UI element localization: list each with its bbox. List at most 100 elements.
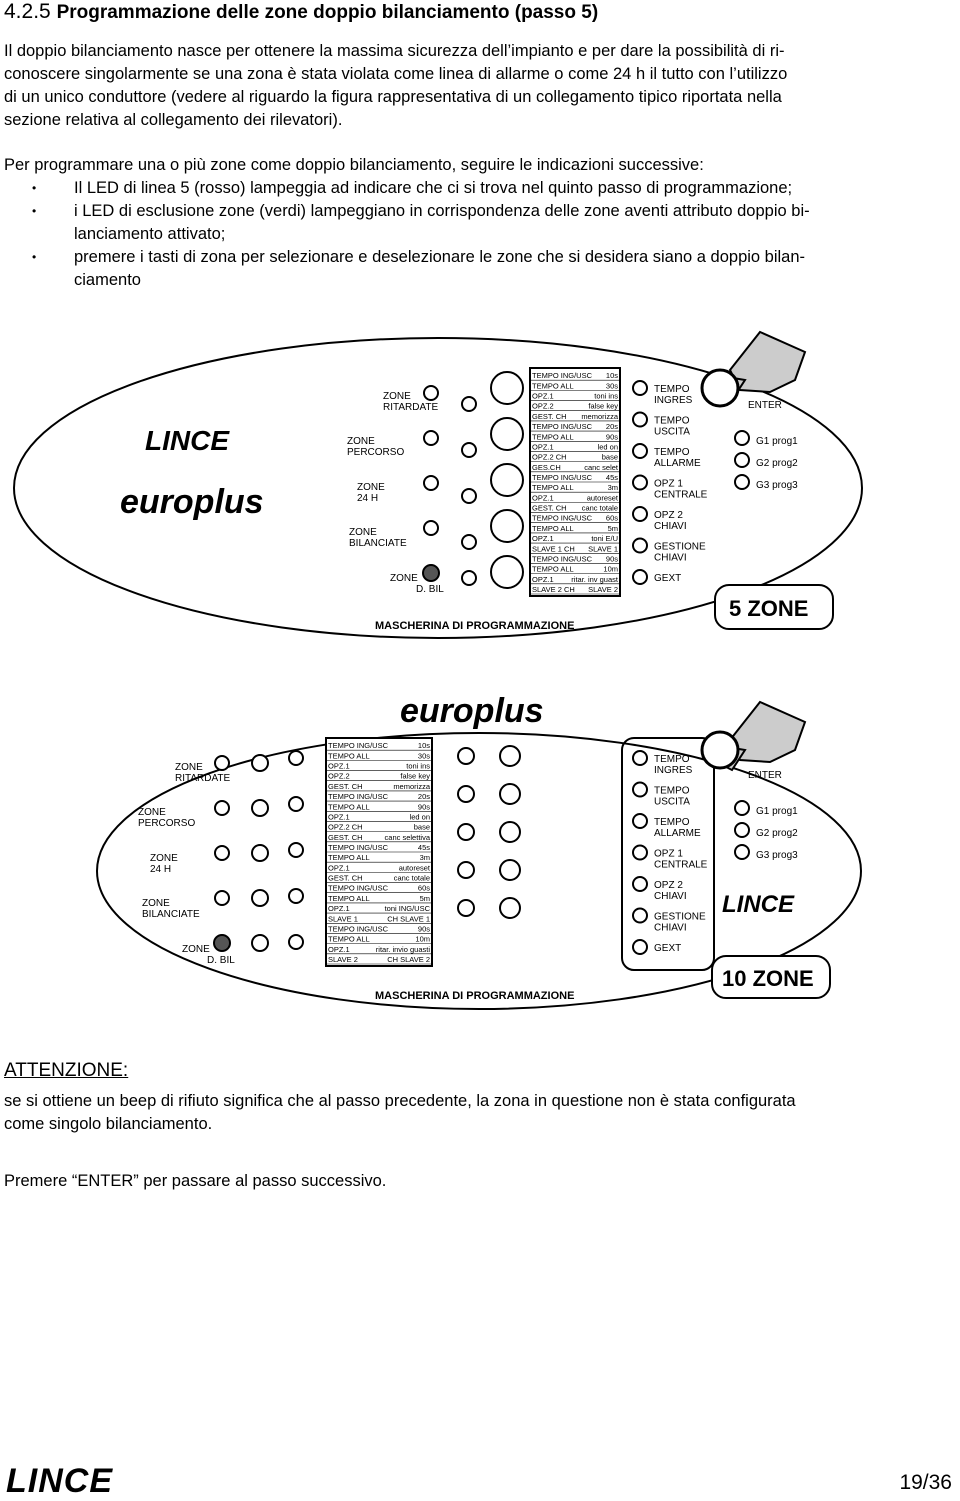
intro-line: conoscere singolarmente se una zona è st… — [4, 65, 788, 83]
zone-label: PERCORSO — [138, 818, 195, 829]
zone-label: ZONE — [383, 391, 411, 402]
function-label: TEMPO — [654, 786, 690, 797]
function-label: INGRES — [654, 765, 693, 776]
prog-label: G3 prog3 — [756, 850, 798, 861]
enter-button — [700, 730, 740, 770]
enter-instruction: Premere “ENTER” per passare al passo suc… — [4, 1172, 387, 1190]
attention-line: se si ottiene un beep di rifiuto signifi… — [4, 1092, 796, 1110]
table-cell-label: TEMPO ALL — [328, 853, 370, 862]
zone-label: ZONE — [138, 807, 166, 818]
table-row: OPZ.2 false key — [530, 402, 620, 412]
zone-label: 24 H — [150, 864, 171, 875]
table-cell-label: GES.CH — [532, 463, 561, 472]
table-cell-label: OPZ.1 — [328, 812, 350, 821]
table-cell-label: OPZ.1 — [532, 575, 554, 584]
table-cell-label: TEMPO ALL — [532, 432, 574, 441]
table-cell-value: 5m — [420, 894, 430, 903]
table-cell-label: SLAVE 1 — [328, 914, 358, 923]
table-cell-value: false key — [588, 402, 618, 411]
table-cell-value: toni ins — [406, 762, 430, 771]
intro-paragraph: Il doppio bilanciamento nasce per ottene… — [4, 40, 956, 132]
table-cell-value: 10s — [418, 741, 430, 750]
table-cell-label: TEMPO ING/USC — [328, 924, 389, 933]
prog-label: G2 prog2 — [756, 828, 798, 839]
table-row: GES.CH canc selet — [530, 463, 620, 473]
table-cell-label: TEMPO ING/USC — [532, 422, 593, 431]
table-cell-value: CH SLAVE 1 — [387, 914, 430, 923]
function-led — [632, 813, 648, 829]
function-led — [632, 781, 648, 798]
table-cell-value: 90s — [606, 554, 618, 563]
zone-label: ZONE — [182, 944, 210, 955]
product-logo: europlus — [120, 483, 264, 521]
enter-label: ENTER — [748, 400, 782, 411]
table-cell-value: 10m — [603, 565, 618, 574]
function-label: GESTIONE — [654, 912, 706, 923]
bullet-text: lanciamento attivato; — [74, 225, 226, 243]
function-led — [632, 474, 648, 491]
function-led — [632, 876, 648, 892]
bullet-item: • Il LED di linea 5 (rosso) lampeggia ad… — [32, 177, 952, 200]
table-row: OPZ.1 toni ins — [326, 762, 432, 771]
bullet-item: • i LED di esclusione zone (verdi) lampe… — [32, 200, 952, 246]
function-led — [632, 844, 648, 861]
zone-buttons — [288, 745, 521, 950]
table-cell-label: GEST. CH — [328, 833, 363, 842]
function-led — [632, 411, 648, 428]
table-cell-value: base — [602, 453, 618, 462]
zone-labels-left: ZONE RITARDATE ZONE PERCORSO ZONE 24 H Z… — [138, 762, 235, 966]
table-cell-value: ritar. inv guast — [571, 575, 619, 584]
table-cell-label: OPZ.1 — [328, 863, 350, 872]
function-label: CENTRALE — [654, 490, 708, 501]
function-label: OPZ 1 — [654, 849, 683, 860]
intro-line: sezione relativa al collegamento dei ril… — [4, 111, 343, 129]
table-cell-value: 10m — [415, 935, 430, 944]
table-cell-label: TEMPO ALL — [328, 751, 370, 760]
bullet-item: • premere i tasti di zona per selezionar… — [32, 246, 952, 292]
table-cell-label: GEST. CH — [532, 504, 567, 513]
table-cell-label: OPZ.2 — [328, 772, 350, 781]
function-label: CHIAVI — [654, 553, 687, 564]
table-row: OPZ.1 toni ins — [530, 392, 620, 401]
zone-label: PERCORSO — [347, 447, 404, 458]
table-cell-label: OPZ.1 — [532, 392, 554, 401]
zone-count-label: 5 ZONE — [729, 596, 808, 621]
table-cell-label: TEMPO ALL — [328, 935, 370, 944]
zone-label: ZONE — [357, 482, 385, 493]
table-cell-value: 30s — [606, 381, 618, 390]
attention-text: se si ottiene un beep di rifiuto signifi… — [4, 1090, 796, 1136]
function-label: TEMPO — [654, 416, 690, 427]
table-cell-label: OPZ.2 — [532, 402, 554, 411]
bullet-text: premere i tasti di zona per selezionare … — [74, 248, 806, 266]
function-label: OPZ 2 — [654, 880, 683, 891]
table-cell-value: base — [414, 823, 430, 832]
function-label: TEMPO — [654, 447, 690, 458]
table-cell-label: SLAVE 1 CH — [532, 544, 575, 553]
table-cell-value: SLAVE 2 — [588, 585, 618, 594]
table-cell-label: TEMPO ALL — [328, 894, 370, 903]
table-cell-value: canc selet — [584, 463, 619, 472]
table-cell-label: OPZ.1 — [328, 762, 350, 771]
table-row: OPZ.2 false key — [326, 772, 432, 782]
table-cell-value: memorizza — [581, 412, 619, 421]
table-cell-value: false key — [400, 772, 430, 781]
instructions-intro: Per programmare una o più zone come dopp… — [4, 156, 704, 174]
bullet-text: ciamento — [74, 271, 141, 289]
table-cell-value: toni ins — [594, 392, 618, 401]
bullet-dot: • — [32, 181, 37, 195]
